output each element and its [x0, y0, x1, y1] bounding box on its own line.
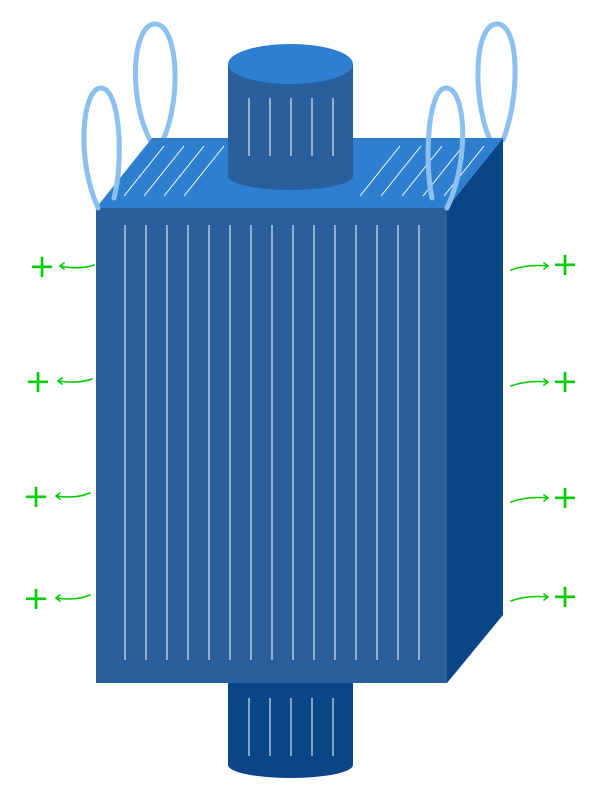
bag-side-face: [447, 138, 503, 683]
left-vent-plus: +: [23, 579, 50, 617]
right-vent-arrow: [510, 380, 549, 387]
left-vent-markers: + + + +: [23, 247, 95, 617]
arrowhead-icon: [543, 593, 549, 601]
top-hatch-line: [163, 145, 205, 197]
arrowhead-icon: [55, 594, 61, 602]
back-lift-loops: [132, 21, 518, 143]
top-hatch-line: [401, 145, 443, 197]
right-vent-marker: +: [510, 577, 579, 615]
left-vent-marker: +: [23, 579, 91, 617]
right-vent-plus: +: [552, 577, 579, 615]
left-vent-plus: +: [23, 477, 50, 515]
top-hatch-line: [359, 145, 401, 197]
right-vent-arrow: [510, 496, 549, 503]
lift-loop-back-left: [132, 21, 178, 143]
filling-spout-top: [228, 44, 353, 84]
left-vent-arrow: [55, 492, 91, 498]
right-vent-plus: +: [552, 245, 579, 283]
lift-loop-front-right: [425, 85, 466, 211]
filling-spout-stripes: [248, 98, 334, 156]
right-vent-plus: +: [552, 478, 579, 516]
top-hatch-left: [123, 145, 225, 197]
left-vent-arrow: [59, 264, 95, 269]
discharge-spout: [228, 675, 353, 778]
discharge-spout-stripes: [248, 698, 334, 756]
left-vent-marker: +: [25, 362, 93, 400]
right-vent-markers: + + + +: [510, 245, 579, 615]
top-hatch-line: [143, 145, 185, 197]
lift-loop-front-left: [81, 85, 122, 211]
front-stripes: [124, 225, 420, 660]
right-vent-marker: +: [510, 362, 579, 400]
right-vent-marker: +: [510, 478, 579, 516]
discharge-spout-bottom: [228, 752, 353, 778]
right-vent-arrow: [510, 595, 549, 602]
left-vent-plus: +: [29, 247, 56, 285]
top-hatch-line: [380, 145, 422, 197]
arrowhead-icon: [55, 492, 61, 500]
front-lift-loops: [81, 85, 466, 211]
left-vent-marker: +: [23, 477, 91, 515]
right-vent-plus: +: [552, 362, 579, 400]
top-hatch-line: [123, 145, 165, 197]
filling-spout: [228, 44, 353, 190]
arrowhead-icon: [57, 377, 63, 385]
right-vent-arrow: [510, 264, 549, 271]
arrowhead-icon: [59, 262, 65, 270]
left-vent-arrow: [55, 594, 91, 600]
left-vent-marker: +: [29, 247, 95, 285]
arrowhead-icon: [543, 378, 549, 386]
right-vent-marker: +: [510, 245, 579, 283]
filling-spout-base: [228, 162, 353, 190]
arrowhead-icon: [543, 494, 549, 502]
left-vent-arrow: [57, 378, 93, 383]
top-hatch-line: [443, 145, 485, 197]
top-hatch-line: [183, 145, 225, 197]
lift-loop-back-right: [475, 21, 518, 143]
arrowhead-icon: [543, 262, 549, 270]
left-vent-plus: +: [25, 362, 52, 400]
